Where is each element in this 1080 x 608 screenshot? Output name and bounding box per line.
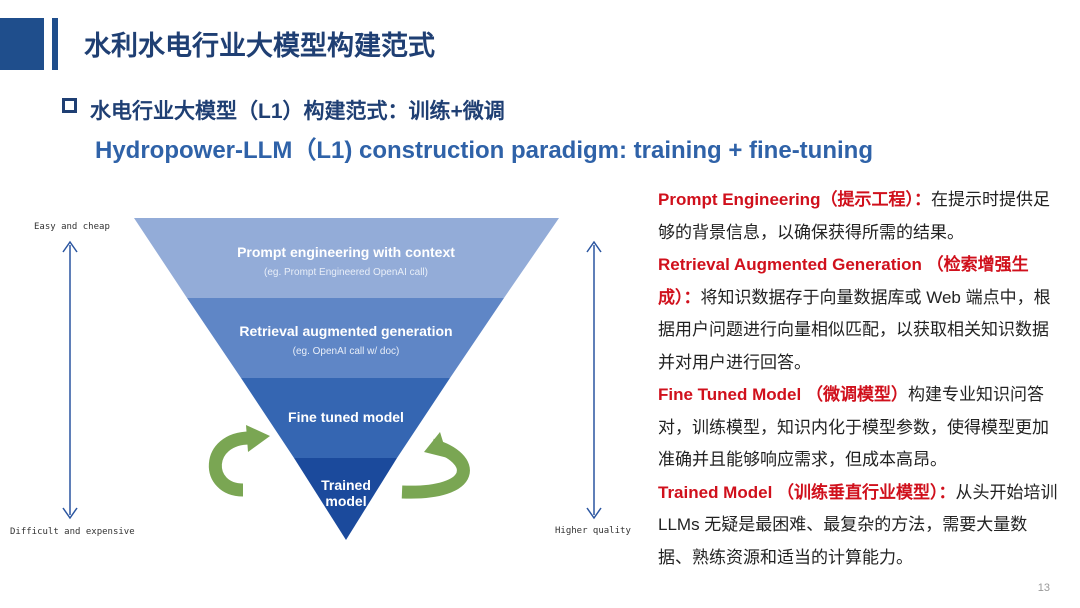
header-accent-bar [52,18,58,70]
text-trained-model: 从头开始培训 LLMs 无疑是最困难、最复杂的方法，需要大量数据、熟练资源和适当… [658,482,1058,567]
layer-subtitle-prompt: (eg. Prompt Engineered OpenAI call) [264,267,428,278]
description-panel: Prompt Engineering（提示工程）：在提示时提供足够的背景信息，以… [658,184,1060,574]
right-axis-up-arrow-icon [586,240,602,253]
text-fine-tuned-model: 构建专业知识问答对，训练模型，知识内化于模型参数，使得模型更加准确并且能够响应需… [658,385,1049,469]
axis-label-easy: Easy and cheap [34,222,110,232]
pyramid-layer-finetune [241,378,450,458]
axis-label-quality: Higher quality [555,526,631,536]
left-axis-up-arrow-icon [62,240,78,253]
pyramid-layer-prompt [134,218,559,298]
right-axis-down-arrow-icon [586,507,602,520]
term-rag: Retrieval Augmented Generation （检索增强生成）： [658,255,1029,307]
layer-title-trained-1: Trained [321,477,371,493]
subtitle-english: Hydropower-LLM（L1) construction paradigm… [95,137,873,164]
left-axis-down-arrow-icon [62,507,78,520]
pyramid-layer-trained [294,458,397,540]
pyramid-layer-rag [187,298,504,378]
header-accent-block [0,18,44,70]
layer-title-prompt: Prompt engineering with context [237,244,455,260]
axis-label-difficult: Difficult and expensive [10,527,135,537]
page-number: 13 [1037,582,1050,594]
subtitle-chinese: 水电行业大模型（L1）构建范式：训练+微调 [90,100,505,123]
left-cycle-arrow-icon [208,425,270,497]
layer-title-rag: Retrieval augmented generation [239,323,452,339]
term-fine-tuned-model: Fine Tuned Model （微调模型） [658,385,908,404]
bullet-square-icon [62,98,77,113]
layer-title-trained-2: model [325,493,366,509]
pyramid-diagram: Easy and cheap Difficult and expensive H… [10,218,631,540]
term-trained-model: Trained Model （训练垂直行业模型）： [658,482,956,502]
layer-subtitle-rag: (eg. OpenAI call w/ doc) [293,346,400,357]
page-title: 水利水电行业大模型构建范式 [84,31,435,61]
text-prompt-engineering: 在提示时提供足够的背景信息，以确保获得所需的结果。 [658,190,1050,242]
layer-title-finetune: Fine tuned model [288,409,404,425]
text-rag: 将知识数据存于向量数据库或 Web 端点中，根据用户问题进行向量相似匹配，以获取… [658,287,1051,372]
right-cycle-arrow-icon [401,432,470,499]
term-prompt-engineering: Prompt Engineering（提示工程）： [658,190,931,209]
